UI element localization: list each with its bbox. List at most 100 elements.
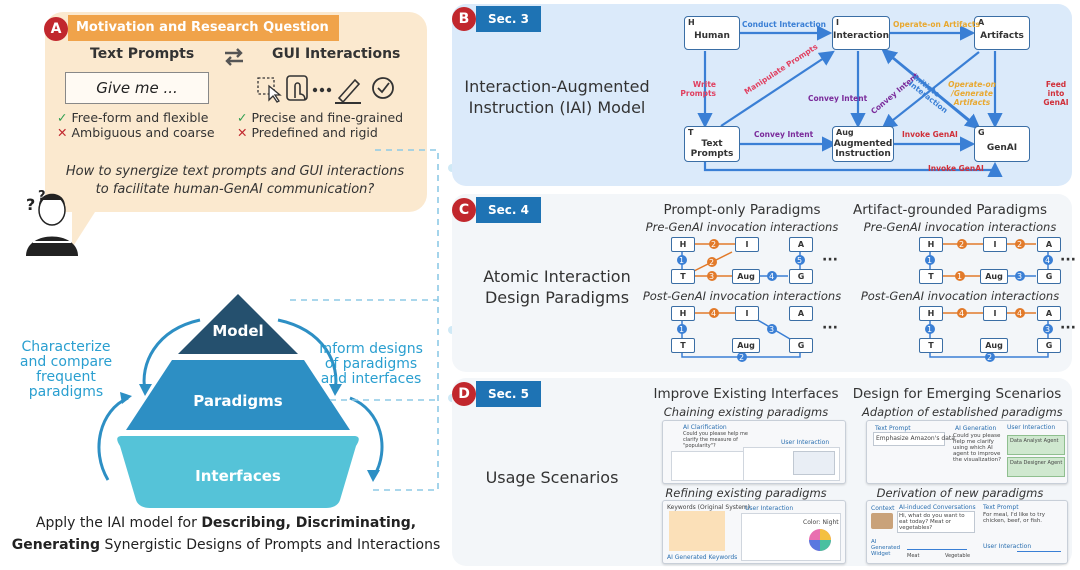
mini-node-h: H	[671, 237, 695, 252]
iai-model-graph	[697, 25, 1003, 178]
svg-text:4: 4	[1017, 309, 1022, 318]
panel-d-sec: Sec. 5	[476, 381, 541, 407]
mini-node-t: T	[671, 269, 695, 284]
edge-operate: Operate-on Artifacts	[893, 20, 980, 29]
mini-node-aug: Aug	[732, 269, 760, 284]
svg-text:5: 5	[797, 256, 802, 265]
chaining-heading: Chaining existing paradigms	[663, 405, 829, 419]
right-arrow-top	[277, 318, 338, 391]
svg-text:4: 4	[711, 309, 716, 318]
improve-heading: Improve Existing Interfaces	[653, 386, 839, 402]
svg-text:4: 4	[1045, 256, 1050, 265]
mini-graph-pre-left: 2 1 2 3 4 5	[677, 239, 805, 281]
svg-text:3: 3	[1045, 325, 1050, 334]
mini-node-h-2: H	[919, 237, 943, 252]
prompt-only-heading: Prompt-only Paradigms	[663, 202, 821, 218]
pyramid-diagram	[97, 294, 384, 508]
mini-node-a: A	[789, 237, 813, 252]
mini-node-a-4: A	[1037, 306, 1061, 321]
panel-c-sec: Sec. 4	[476, 197, 541, 223]
panel-b-sec: Sec. 3	[476, 6, 541, 32]
gui-interactions-heading: GUI Interactions	[272, 46, 401, 62]
gui-pro: ✓Precise and fine-grained	[237, 110, 404, 125]
text-pro: ✓Free-form and flexible	[57, 110, 209, 125]
ellipsis-1: ···	[822, 252, 838, 268]
derivation-heading: Derivation of new paradigms	[876, 486, 1044, 500]
ellipsis-4: ···	[1060, 320, 1076, 336]
edge-convey-intent-i: Convey Intent	[808, 94, 868, 103]
edge-operate-generate: Operate-on /Generate Artifacts	[948, 80, 996, 107]
ellipsis-2: ···	[1060, 252, 1076, 268]
svg-text:?: ?	[26, 195, 35, 214]
refining-heading: Refining existing paradigms	[665, 486, 827, 500]
touch-icon	[286, 75, 308, 101]
svg-text:2: 2	[987, 353, 992, 362]
mini-node-g-2: G	[1037, 269, 1061, 284]
svg-text:2: 2	[739, 353, 744, 362]
mini-node-g-3: G	[789, 338, 813, 353]
panel-b-badge: B	[452, 7, 476, 31]
color-wheel-icon	[809, 529, 831, 551]
motivation-panel	[45, 12, 427, 212]
artifact-grounded-heading: Artifact-grounded Paradigms	[852, 202, 1048, 218]
edge-conduct: Conduct Interaction	[742, 20, 827, 29]
mini-node-aug-3: Aug	[732, 338, 760, 353]
research-question: How to synergize text prompts and GUI in…	[60, 163, 410, 199]
svg-text:2: 2	[1017, 240, 1022, 249]
panel-c-badge: C	[452, 198, 476, 222]
mini-node-i-3: I	[735, 306, 759, 321]
svg-text:4: 4	[769, 272, 774, 281]
question-line-1: How to synergize text prompts and GUI in…	[65, 164, 405, 179]
panel-a-badge: A	[44, 17, 68, 41]
edge-feed: Feed into GenAI	[1043, 80, 1069, 107]
post-right-heading: Post-GenAI invocation interactions	[860, 289, 1060, 303]
mini-node-i-4: I	[983, 306, 1007, 321]
edge-write: Write Prompts	[680, 80, 716, 98]
pyramid-caption: Apply the IAI model for Describing, Disc…	[11, 515, 441, 553]
svg-text:3: 3	[709, 272, 714, 281]
svg-text:2: 2	[959, 240, 964, 249]
question-line-2: to facilitate human-GenAI communication?	[95, 182, 375, 197]
edge-convey-intent-t: Convey Intent	[754, 130, 814, 139]
left-arrow-top	[142, 318, 201, 391]
adaption-screenshot: Text Prompt Emphasize Amazon's data. AI …	[866, 420, 1068, 484]
ellipsis-3: ···	[822, 320, 838, 336]
swap-arrows-icon	[225, 48, 243, 66]
text-prompts-heading: Text Prompts	[90, 46, 195, 62]
mini-node-i-2: I	[983, 237, 1007, 252]
panel-d-badge: D	[452, 382, 476, 406]
mini-graph-post-left: 4 1 3 2	[677, 308, 801, 362]
svg-text:2: 2	[709, 258, 714, 267]
mini-node-a-3: A	[789, 306, 813, 321]
gui-icons	[257, 75, 394, 104]
mini-graph-pre-right: 2 2 1 1 3 4	[925, 239, 1053, 281]
mini-node-g: G	[789, 269, 813, 284]
svg-text:1: 1	[679, 256, 684, 265]
mini-graph-post-right: 4 4 1 3 2	[925, 308, 1053, 362]
pre-right-heading: Pre-GenAI invocation interactions	[863, 220, 1057, 234]
mini-node-aug-4: Aug	[980, 338, 1008, 353]
pyramid-model	[178, 294, 298, 354]
mini-node-h-4: H	[919, 306, 943, 321]
more-icon	[312, 87, 332, 93]
svg-text:1: 1	[957, 272, 962, 281]
edge-invoke-2: Invoke GenAI	[928, 164, 984, 173]
thinking-person: ? ?	[26, 189, 95, 256]
pyramid-interfaces-label: Interfaces	[195, 467, 281, 485]
mini-node-t-2: T	[919, 269, 943, 284]
svg-text:3: 3	[769, 325, 774, 334]
paradigms-panel	[452, 194, 1072, 372]
refining-screenshot: Keywords (Original System) AI Generated …	[662, 500, 846, 564]
pyramid-paradigms-label: Paradigms	[193, 392, 283, 410]
left-arrow-bottom	[97, 396, 129, 481]
mini-node-t-3: T	[671, 338, 695, 353]
svg-text:1: 1	[679, 325, 684, 334]
